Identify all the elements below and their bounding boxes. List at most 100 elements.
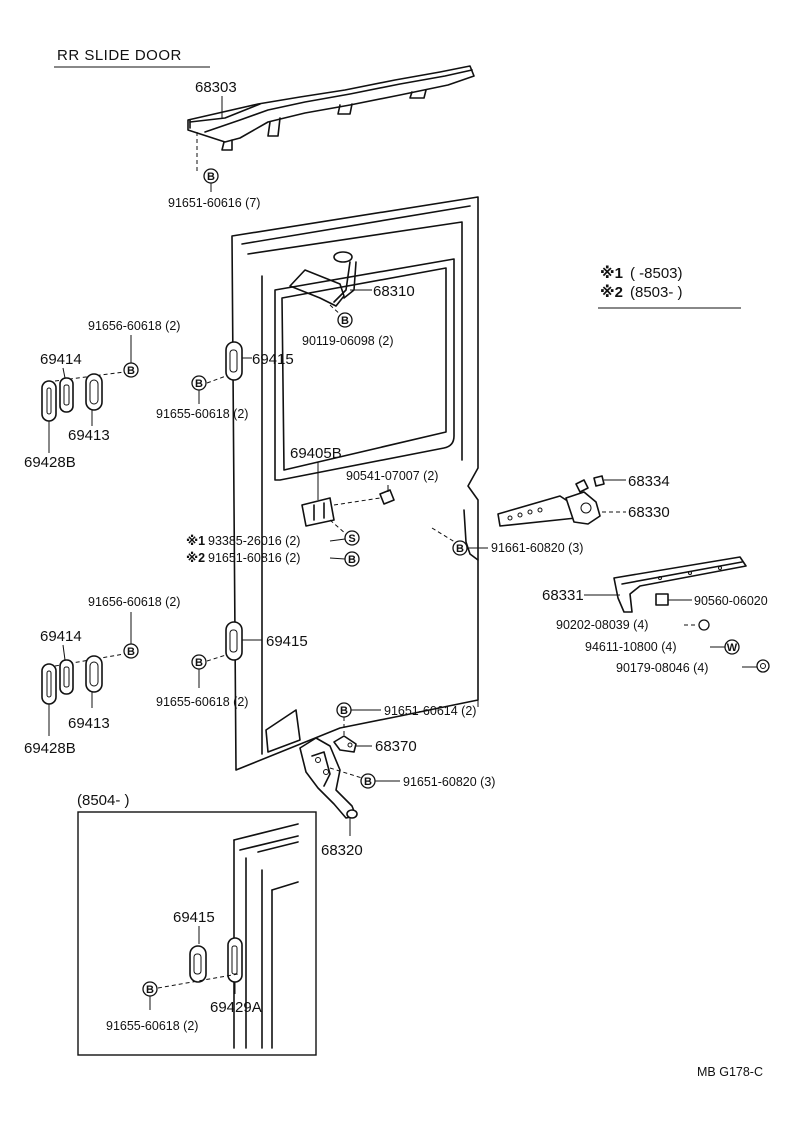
svg-text:W: W <box>727 642 738 654</box>
label-68330: 68330 <box>628 504 670 521</box>
label-93385-26016: 93385-26016 (2) <box>208 534 300 548</box>
label-91655-60618-lower: 91655-60618 (2) <box>156 695 248 709</box>
leader-91651-60816 <box>329 557 346 560</box>
striker-plates-lower <box>41 655 103 705</box>
bolt-marker-inset: B <box>142 981 158 997</box>
leader-93385 <box>329 519 347 535</box>
bolt-marker-upper-right: B <box>123 362 139 378</box>
legend-mark-2: ※2 <box>600 283 623 301</box>
striker-lower-door <box>225 621 243 661</box>
label-68370: 68370 <box>375 738 417 755</box>
legend-range-1: ( -8503) <box>630 265 683 282</box>
label-68320: 68320 <box>321 842 363 859</box>
part-68334-drawing <box>593 475 605 487</box>
part-68330-drawing <box>497 479 601 527</box>
bolt-marker-lower-right: B <box>123 643 139 659</box>
label-91651-60820: 91651-60820 (3) <box>403 775 495 789</box>
part-68310-drawing <box>289 251 357 307</box>
svg-text:B: B <box>456 543 464 555</box>
label-68303: 68303 <box>195 79 237 96</box>
label-69414-upper: 69414 <box>40 351 82 368</box>
leader-69414-upper <box>62 367 66 379</box>
label-91651-60614: 91651-60614 (2) <box>384 704 476 718</box>
label-69405B: 69405B <box>290 445 342 462</box>
part-90179-drawing <box>756 659 770 673</box>
label-91656-60618-upper: 91656-60618 (2) <box>88 319 180 333</box>
leader-93385-b <box>329 538 346 542</box>
inset-frame <box>77 811 317 1056</box>
inset-label: (8504- ) <box>77 792 130 809</box>
upper-rail-drawing <box>187 65 475 151</box>
label-91661-60820: 91661-60820 (3) <box>491 541 583 555</box>
screw-marker-93385: S <box>344 530 360 546</box>
label-90541-07007: 90541-07007 (2) <box>346 469 438 483</box>
label-68310: 68310 <box>373 283 415 300</box>
leader-upper-left-bolt <box>206 375 227 384</box>
bolt-marker-91661: B <box>452 540 468 556</box>
bolt-marker-91651-60614: B <box>336 702 352 718</box>
bolt-marker-91651-60820: B <box>360 773 376 789</box>
label-mark-2-91651: ※2 <box>186 551 205 565</box>
part-68331-drawing <box>613 556 747 613</box>
label-91651-60816: 91651-60816 (2) <box>208 551 300 565</box>
leader-68310-bolt <box>329 304 343 317</box>
striker-inset <box>189 945 207 983</box>
svg-text:B: B <box>195 378 203 390</box>
leader-69414-lower <box>62 644 66 661</box>
leader-upper-row <box>54 371 125 382</box>
label-69428B-upper: 69428B <box>24 454 76 471</box>
figure-code: MB G178-C <box>697 1065 763 1079</box>
label-69415-lower: 69415 <box>266 633 308 650</box>
part-90541-drawing <box>379 489 395 505</box>
legend-range-2: (8503- ) <box>630 284 683 301</box>
label-69415-upper: 69415 <box>252 351 294 368</box>
leader-91651-60820 <box>329 767 363 779</box>
part-90202-drawing <box>698 619 710 631</box>
label-69413-upper: 69413 <box>68 427 110 444</box>
label-69413-lower: 69413 <box>68 715 110 732</box>
leader-lower-left-bolt <box>206 654 227 662</box>
label-91655-60618-inset: 91655-60618 (2) <box>106 1019 198 1033</box>
svg-text:B: B <box>341 315 349 327</box>
legend-mark-1: ※1 <box>600 264 623 282</box>
svg-text:B: B <box>127 365 135 377</box>
svg-text:B: B <box>340 705 348 717</box>
label-90119-06098: 90119-06098 (2) <box>302 334 394 348</box>
leader-90541 <box>333 497 381 506</box>
bolt-marker-upper-left: B <box>191 375 207 391</box>
striker-plates-upper <box>41 373 103 422</box>
bolt-marker-68310: B <box>337 312 353 328</box>
label-91651-60616: 91651-60616 (7) <box>168 196 260 210</box>
label-90560-06020: 90560-06020 <box>694 594 768 608</box>
svg-text:B: B <box>348 554 356 566</box>
label-69415-inset: 69415 <box>173 909 215 926</box>
svg-text:S: S <box>348 533 355 545</box>
svg-text:B: B <box>127 646 135 658</box>
label-90179-08046: 90179-08046 (4) <box>616 661 708 675</box>
washer-marker-94611: W <box>724 639 740 655</box>
label-91656-60618-lower: 91656-60618 (2) <box>88 595 180 609</box>
label-68334: 68334 <box>628 473 670 490</box>
leader-91661 <box>431 527 459 545</box>
part-68370-drawing <box>333 735 357 753</box>
part-68320-drawing <box>299 737 358 819</box>
label-91655-60618-upper: 91655-60618 (2) <box>156 407 248 421</box>
label-mark-1-93385: ※1 <box>186 534 205 548</box>
bolt-marker-68303: B <box>203 168 219 184</box>
striker-upper-door <box>225 341 243 381</box>
bolt-marker-91651-60816: B <box>344 551 360 567</box>
inset-door-outline <box>233 823 299 1049</box>
label-69429A-inset: 69429A <box>210 999 262 1016</box>
svg-text:B: B <box>364 776 372 788</box>
label-68331: 68331 <box>542 587 584 604</box>
diagram-title: RR SLIDE DOOR <box>57 47 182 64</box>
bolt-marker-lower-left: B <box>191 654 207 670</box>
part-69405B-drawing <box>301 497 335 527</box>
part-90560-drawing <box>655 593 669 606</box>
door-panel-outline <box>231 196 479 771</box>
svg-text:B: B <box>146 984 154 996</box>
label-69428B-lower: 69428B <box>24 740 76 757</box>
label-69414-lower: 69414 <box>40 628 82 645</box>
svg-text:B: B <box>195 657 203 669</box>
